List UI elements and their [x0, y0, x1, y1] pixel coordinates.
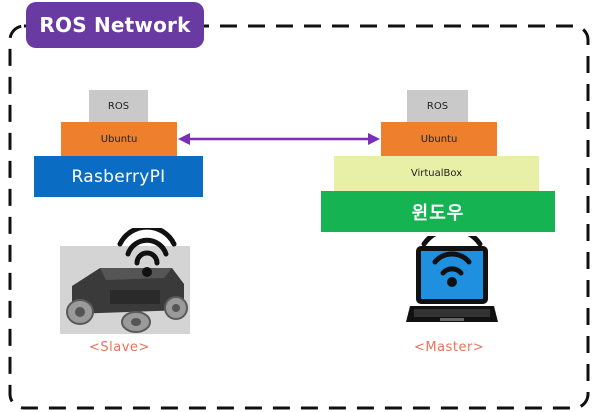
network-title: ROS Network — [26, 2, 204, 48]
wifi-icon — [421, 236, 483, 287]
master-ubuntu-block: Ubuntu — [381, 122, 497, 156]
slave-ubuntu-block: Ubuntu — [61, 122, 177, 156]
link-arrow — [178, 133, 380, 145]
wifi-icon — [117, 228, 177, 277]
robot-car-image — [60, 228, 190, 334]
slave-raspberrypi-block: RasberryPI — [34, 156, 203, 197]
master-caption: <Master> — [414, 340, 485, 355]
slave-caption: <Slave> — [89, 340, 150, 355]
laptop-image — [406, 236, 498, 322]
master-windows-block: 윈도우 — [321, 191, 555, 232]
slave-ros-block: ROS — [89, 90, 148, 122]
master-ros-block: ROS — [407, 90, 468, 122]
wheel-icon — [66, 296, 188, 333]
master-virtualbox-block: VirtualBox — [334, 156, 539, 191]
